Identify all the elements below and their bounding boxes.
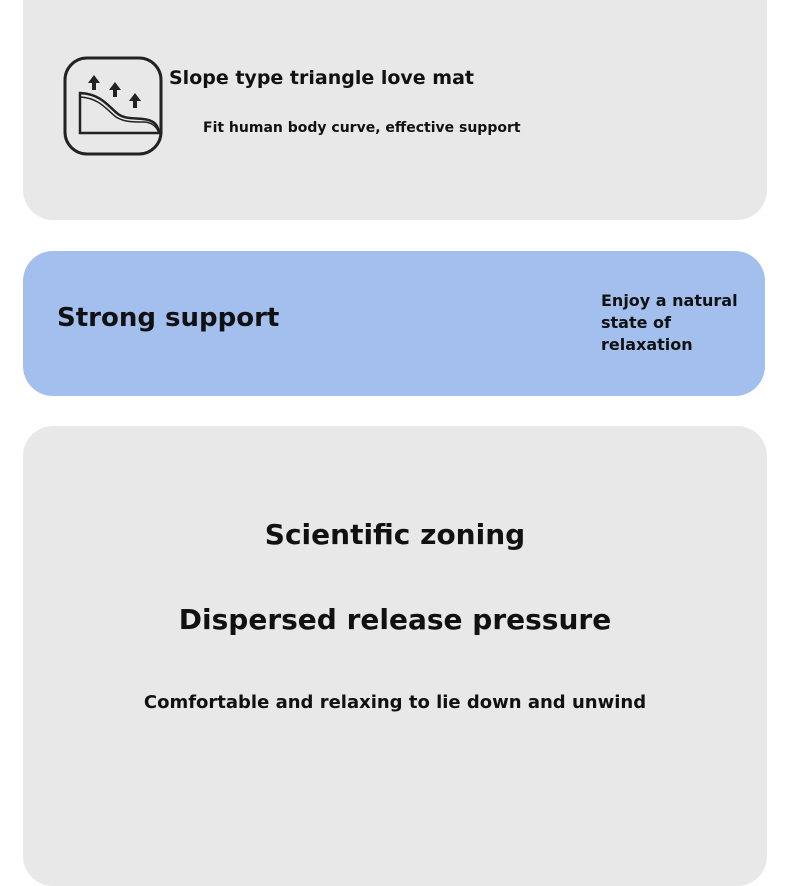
banner-card xyxy=(23,251,765,396)
feature-card xyxy=(23,0,767,220)
banner-side-text: Enjoy a natural state of relaxation xyxy=(601,291,738,354)
zoning-heading: Scientific zoning xyxy=(264,518,526,551)
feature-subtitle: Fit human body curve, effective support xyxy=(203,120,521,136)
zoning-caption: Comfortable and relaxing to lie down and… xyxy=(143,692,647,713)
zoning-subheading: Dispersed release pressure xyxy=(178,603,612,636)
banner-title: Strong support xyxy=(57,303,280,333)
feature-title: Slope type triangle love mat xyxy=(169,67,475,89)
zoning-card xyxy=(23,426,767,886)
slope-mat-icon xyxy=(63,56,163,156)
